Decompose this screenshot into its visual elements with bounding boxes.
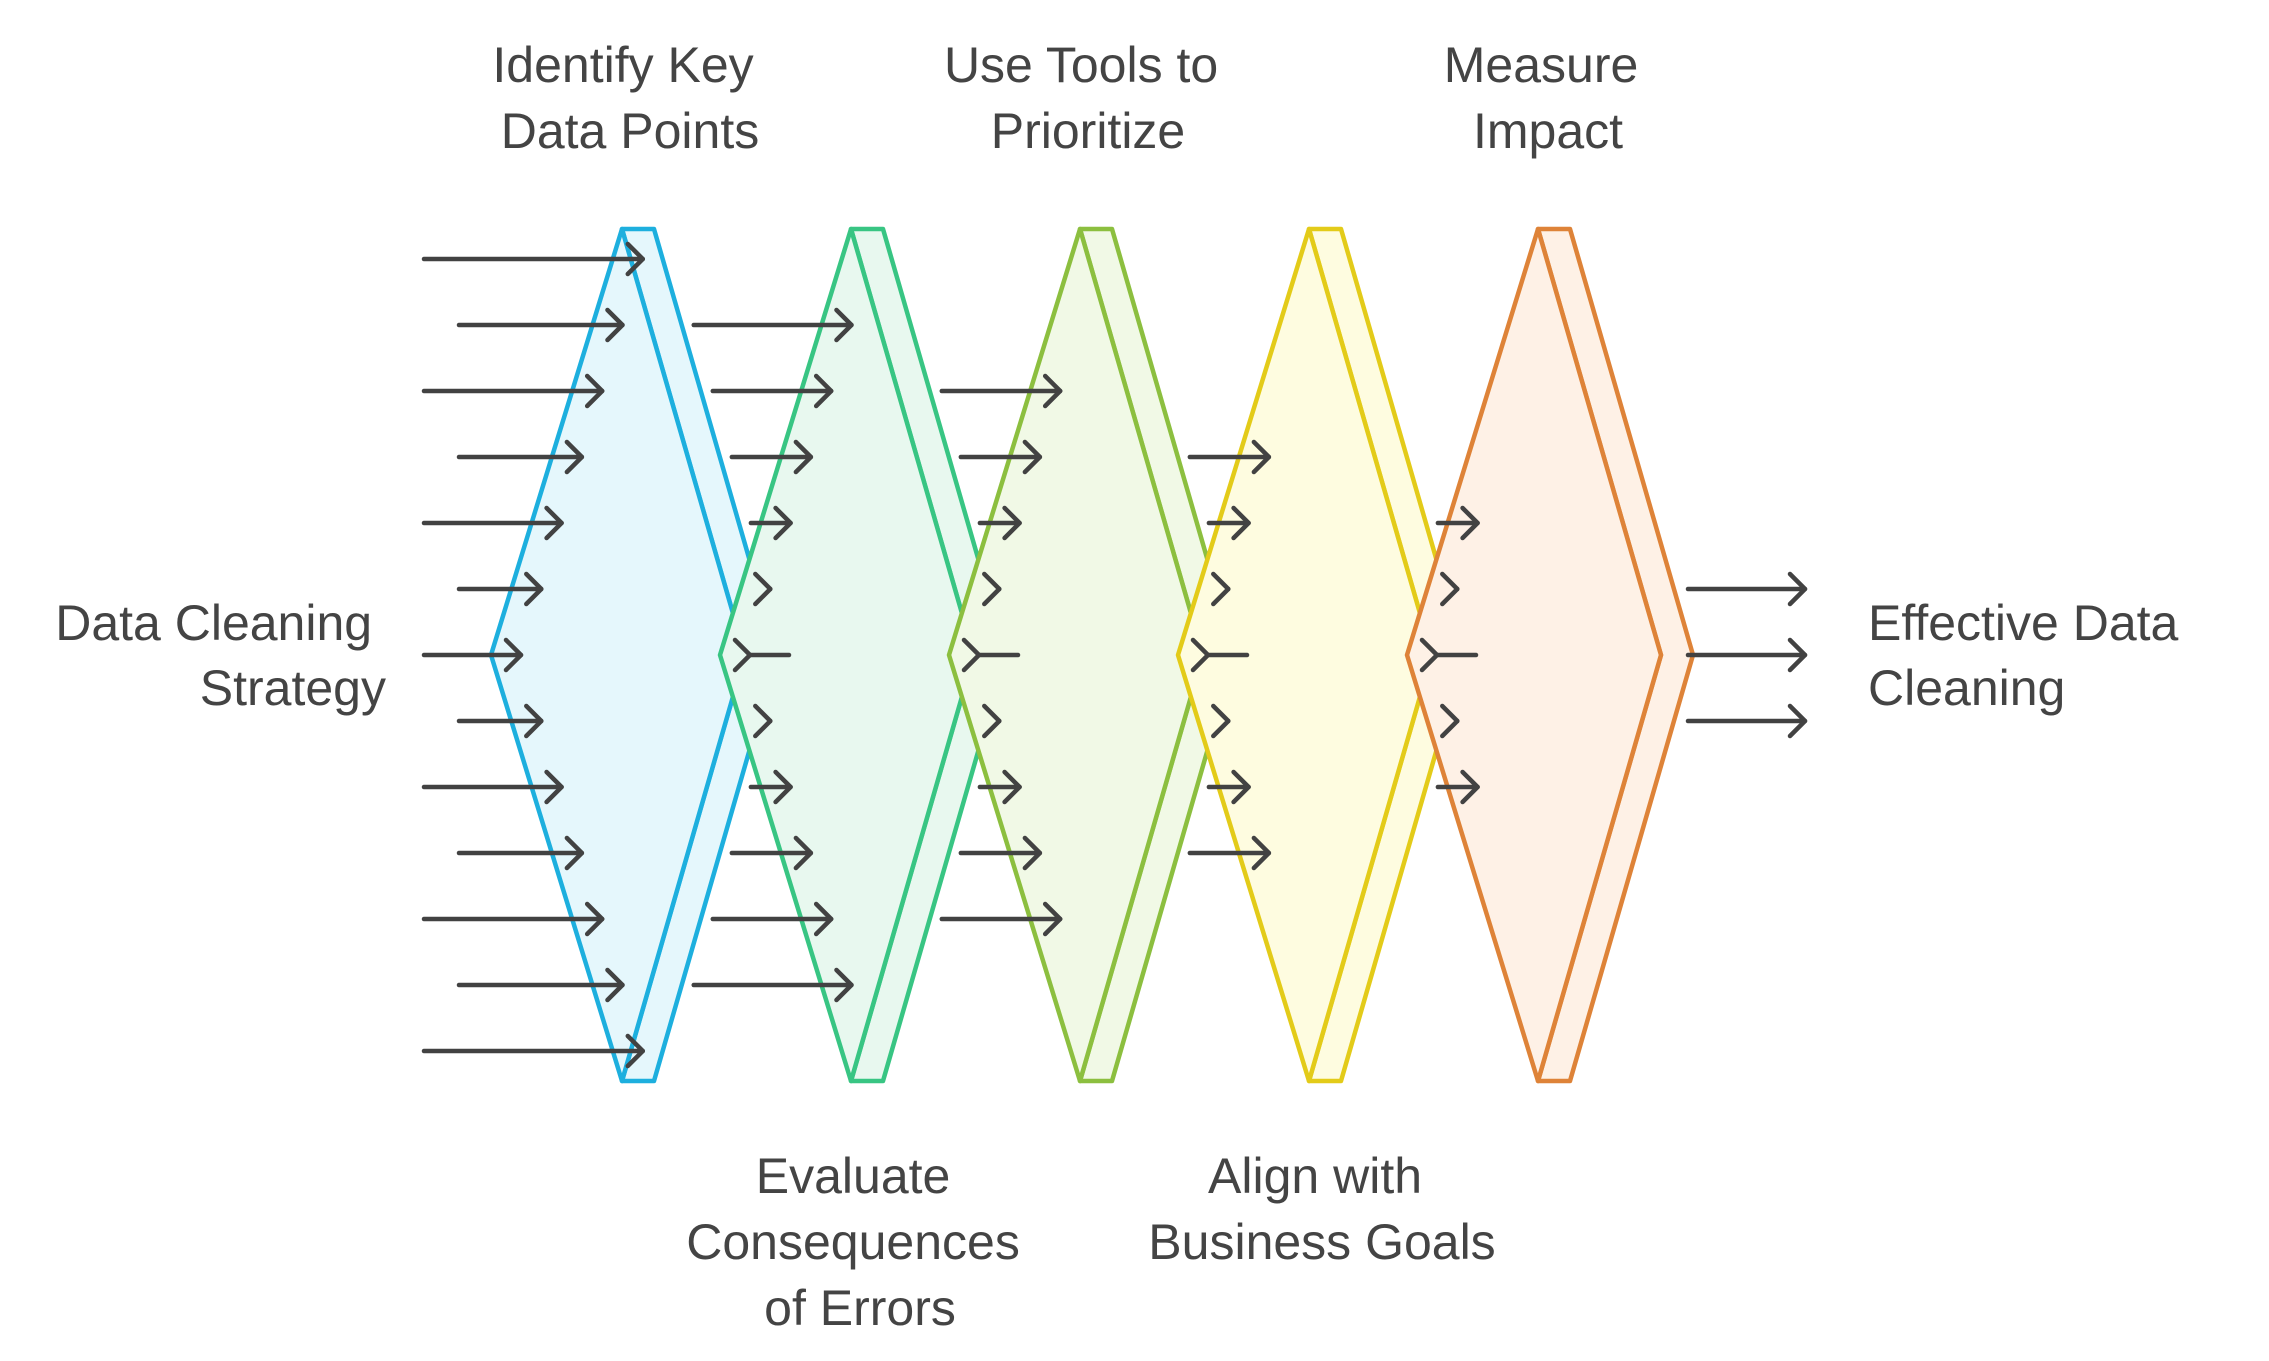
flow-arrow bbox=[961, 637, 1021, 673]
flow-arrow bbox=[456, 703, 544, 739]
flow-arrow bbox=[1187, 835, 1272, 871]
flow-arrow bbox=[1419, 637, 1479, 673]
flow-arrow bbox=[1685, 703, 1808, 739]
flow-arrow bbox=[1440, 571, 1460, 607]
stage-label-line: Business Goals bbox=[1148, 1214, 1495, 1270]
flow-arrow bbox=[456, 835, 585, 871]
flow-arrow bbox=[729, 835, 814, 871]
flow-arrow bbox=[421, 241, 646, 277]
stage-measure-face bbox=[1404, 226, 1664, 1084]
flow-arrow bbox=[456, 571, 544, 607]
flow-arrow bbox=[421, 1033, 646, 1069]
flow-arrow bbox=[748, 505, 793, 541]
flow-arrow bbox=[977, 769, 1022, 805]
stage-identify-face bbox=[488, 226, 748, 1084]
flow-arrow bbox=[748, 769, 793, 805]
stage-label-line: Align with bbox=[1208, 1148, 1422, 1204]
stage-label-identify: Identify Key Data Points bbox=[492, 37, 767, 159]
flow-arrow bbox=[1190, 637, 1250, 673]
flow-arrow bbox=[710, 373, 834, 409]
stage-align-face bbox=[1175, 226, 1435, 1084]
flow-arrow bbox=[691, 307, 854, 343]
stage-label-line: Impact bbox=[1473, 103, 1623, 159]
flow-arrow bbox=[982, 571, 1002, 607]
flow-arrow bbox=[691, 967, 854, 1003]
stage-label-line: of Errors bbox=[764, 1280, 956, 1336]
flow-arrow bbox=[1440, 703, 1460, 739]
stage-label-line: Use Tools to bbox=[944, 37, 1218, 93]
flow-arrow bbox=[421, 637, 524, 673]
flow-arrow bbox=[421, 505, 564, 541]
flow-arrow bbox=[456, 967, 625, 1003]
flow-arrow bbox=[753, 571, 773, 607]
stage-chevrons bbox=[488, 226, 1696, 1084]
flow-arrow bbox=[729, 439, 814, 475]
flow-arrow bbox=[421, 373, 605, 409]
stage-evaluate-face bbox=[717, 226, 977, 1084]
stage-label-prioritize: Use Tools to Prioritize bbox=[944, 37, 1232, 159]
flow-arrow bbox=[1187, 439, 1272, 475]
flow-arrow bbox=[1435, 505, 1480, 541]
stage-label-line: Data Points bbox=[501, 103, 759, 159]
stage-label-measure: Measure Impact bbox=[1444, 37, 1652, 159]
flow-arrow bbox=[958, 439, 1043, 475]
flow-arrows bbox=[421, 241, 1808, 1069]
input-label: Data Cleaning Strategy bbox=[55, 595, 386, 716]
flow-arrow bbox=[939, 373, 1063, 409]
input-label-line: Data Cleaning bbox=[55, 595, 372, 651]
stage-label-line: Prioritize bbox=[991, 103, 1185, 159]
stage-label-line: Measure bbox=[1444, 37, 1639, 93]
flow-arrow bbox=[977, 505, 1022, 541]
input-label-line: Strategy bbox=[200, 660, 386, 716]
flow-arrow bbox=[1211, 571, 1231, 607]
output-label-line: Effective Data bbox=[1868, 595, 2179, 651]
output-label: Effective Data Cleaning bbox=[1868, 595, 2192, 716]
flow-arrow bbox=[1685, 571, 1808, 607]
output-label-line: Cleaning bbox=[1868, 660, 2065, 716]
flow-arrow bbox=[1211, 703, 1231, 739]
flow-arrow bbox=[732, 637, 792, 673]
stage-label-evaluate: Evaluate Consequences of Errors bbox=[686, 1148, 1033, 1336]
stage-label-line: Identify Key bbox=[492, 37, 753, 93]
flow-arrow bbox=[1435, 769, 1480, 805]
flow-arrow bbox=[1685, 637, 1808, 673]
stage-label-align: Align with Business Goals bbox=[1148, 1148, 1495, 1270]
stage-label-line: Consequences bbox=[686, 1214, 1020, 1270]
flow-arrow bbox=[421, 901, 605, 937]
flow-arrow bbox=[753, 703, 773, 739]
flow-arrow bbox=[1206, 769, 1251, 805]
flow-arrow bbox=[958, 835, 1043, 871]
flow-arrow bbox=[939, 901, 1063, 937]
stage-prioritize-face bbox=[946, 226, 1206, 1084]
flow-arrow bbox=[982, 703, 1002, 739]
stage-measure bbox=[1404, 226, 1696, 1084]
flow-arrow bbox=[710, 901, 834, 937]
flow-arrow bbox=[421, 769, 564, 805]
flow-arrow bbox=[456, 439, 585, 475]
flow-arrow bbox=[456, 307, 625, 343]
flow-arrow bbox=[1206, 505, 1251, 541]
stage-label-line: Evaluate bbox=[756, 1148, 951, 1204]
